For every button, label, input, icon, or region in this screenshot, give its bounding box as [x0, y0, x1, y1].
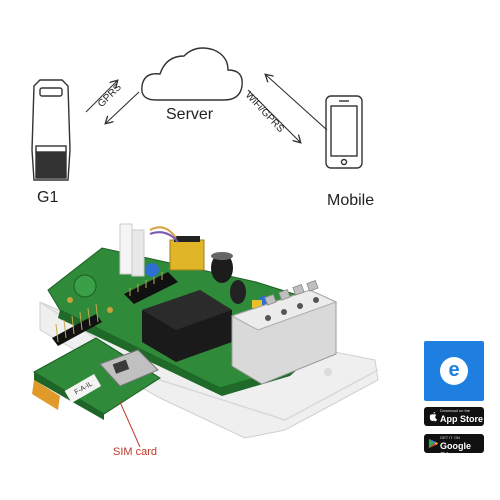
sim-card-callout-line — [119, 401, 141, 448]
google-play-small-text: GET IT ON — [440, 435, 460, 440]
server-label: Server — [166, 106, 214, 123]
app-icon-tile[interactable]: e — [424, 341, 484, 401]
google-play-badge[interactable]: GET IT ON Google Play — [424, 434, 484, 461]
cloud-icon — [141, 47, 243, 101]
apple-icon — [429, 411, 438, 422]
gprs-arrows — [85, 81, 140, 123]
wifi-gprs-arrows — [247, 75, 328, 142]
sim-card-module — [32, 303, 161, 420]
smartphone-icon — [325, 95, 363, 169]
app-store-small-text: Download on the — [440, 408, 471, 413]
g1-device-icon — [31, 79, 71, 181]
g1-label: G1 — [37, 189, 59, 206]
mobile-label: Mobile — [327, 192, 375, 209]
pcb-components — [119, 223, 338, 385]
google-play-icon — [428, 438, 439, 449]
app-store-text: App Store — [440, 414, 484, 424]
app-icon-letter: e — [440, 357, 468, 385]
app-store-badge[interactable]: Download on the App Store — [424, 407, 484, 426]
sim-card-label: SIM card — [113, 446, 158, 458]
google-play-text: Google Play — [440, 441, 471, 461]
